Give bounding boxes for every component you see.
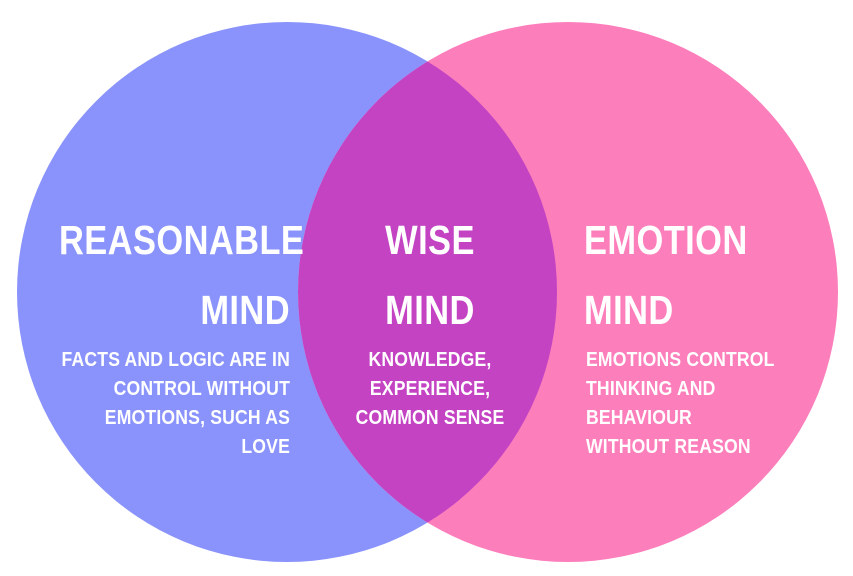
wise-mind-overlap-region bbox=[298, 22, 557, 562]
